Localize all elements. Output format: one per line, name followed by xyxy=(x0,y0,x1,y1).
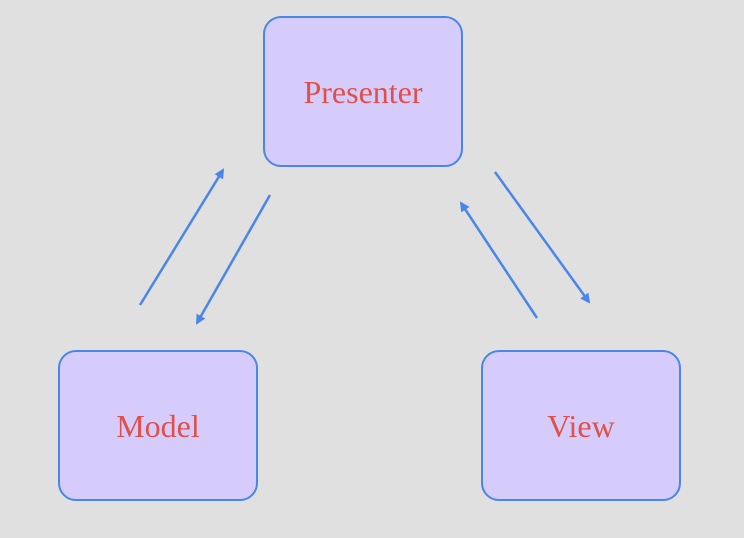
model-box: Model xyxy=(58,350,258,501)
arrow-presenter-to-view xyxy=(493,171,591,304)
arrow-model-to-presenter xyxy=(138,168,225,306)
presenter-box: Presenter xyxy=(263,16,463,167)
arrow-presenter-to-model xyxy=(195,194,272,325)
presenter-label: Presenter xyxy=(303,73,423,110)
view-box: View xyxy=(481,350,681,501)
model-label: Model xyxy=(116,407,200,444)
arrow-view-to-presenter xyxy=(459,201,539,319)
view-label: View xyxy=(547,407,615,444)
